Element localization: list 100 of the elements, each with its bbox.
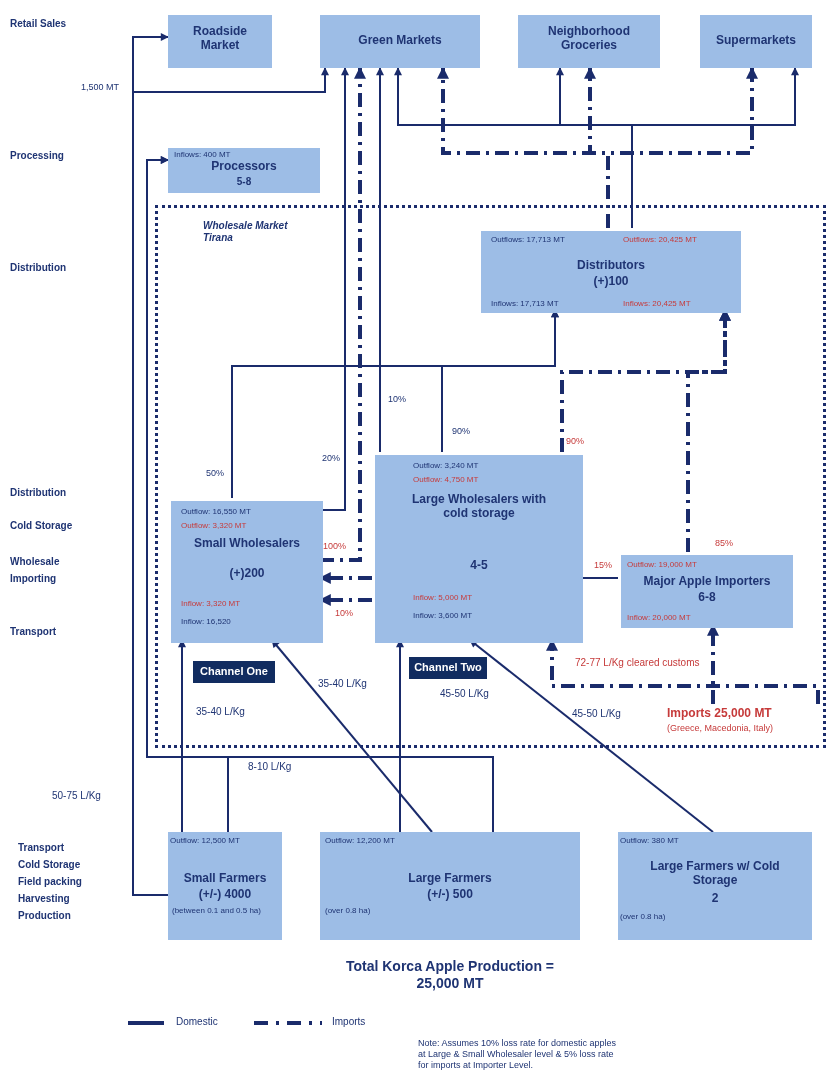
stage-label: Cold Storage xyxy=(10,520,74,532)
stage-name: Small Farmers xyxy=(182,872,268,886)
flow-figure: Outflow: 16,550 MT xyxy=(181,507,252,517)
flow-arrow xyxy=(146,156,494,833)
count-label: (+/-) 500 xyxy=(426,888,474,902)
count-label: (+)100 xyxy=(592,275,630,289)
percent-label: 10% xyxy=(335,608,354,619)
stage-box xyxy=(621,555,793,628)
flow-figure: Inflow: 16,520 xyxy=(181,617,232,627)
market-name: Roadside Market xyxy=(192,25,248,53)
flow-figure: Outflow: 3,240 MT xyxy=(413,461,480,471)
percent-label: 15% xyxy=(594,560,613,571)
region-title: Wholesale Market Tirana xyxy=(203,220,289,243)
market-region xyxy=(155,205,826,748)
percent-label: 85% xyxy=(715,538,734,549)
price-label: 45-50 L/Kg xyxy=(572,708,622,720)
stage-box xyxy=(168,148,320,193)
flow-figure: Inflows: 20,425 MT xyxy=(623,299,692,309)
stage-name: Large Farmers xyxy=(407,872,493,886)
market-name: Supermarkets xyxy=(714,34,797,48)
flow-figure: Outflow: 4,750 MT xyxy=(413,475,480,485)
farm-size-note: (over 0.8 ha) xyxy=(620,912,667,922)
caption: Total Korca Apple Production = 25,000 MT xyxy=(344,958,556,992)
flow-figure: Inflow: 3,320 MT xyxy=(181,599,242,609)
stage-box xyxy=(171,501,323,643)
flow-figure: Inflow: 20,000 MT xyxy=(627,613,692,623)
price-label: 45-50 L/Kg xyxy=(440,688,490,700)
stage-box xyxy=(168,15,272,68)
channel-label: Channel Two xyxy=(413,661,483,674)
flow-figure: Outflow: 19,000 MT xyxy=(627,560,698,570)
stage-label: Cold Storage xyxy=(18,859,82,871)
flow-figure: Outflow: 3,320 MT xyxy=(181,521,248,531)
volume-label: 1,500 MT xyxy=(80,82,120,93)
price-label: 8-10 L/Kg xyxy=(248,761,293,773)
footnote: Note: Assumes 10% loss rate for domestic apples at Large & Small Wholesaler level & 5% loss rate for imports at Importer Level. xyxy=(418,1038,618,1071)
stage-box xyxy=(168,832,282,940)
flow-figure: Outflows: 17,713 MT xyxy=(491,235,566,245)
legend-label: Domestic xyxy=(176,1016,218,1028)
stage-label: Production xyxy=(18,910,72,922)
percent-label: 10% xyxy=(388,394,407,405)
flow-figure: Outflow: 12,500 MT xyxy=(170,836,241,846)
percent-label: 90% xyxy=(566,436,585,447)
flow-figure: Inflow: 5,000 MT xyxy=(413,593,474,603)
percent-label: 20% xyxy=(322,453,341,464)
stage-box xyxy=(618,832,812,940)
percent-label: 90% xyxy=(452,426,471,437)
flow-figure: Inflows: 17,713 MT xyxy=(491,299,560,309)
stage-label: Field packing xyxy=(18,876,83,888)
market-name: Neighborhood Groceries xyxy=(547,25,631,53)
stage-label: Transport xyxy=(10,626,58,638)
stage-box xyxy=(518,15,660,68)
farm-size-note: (over 0.8 ha) xyxy=(325,906,372,916)
count-label: (+)200 xyxy=(228,567,266,581)
flow-arrow xyxy=(132,67,329,896)
stage-box xyxy=(375,455,583,643)
stage-name: Processors xyxy=(210,160,278,174)
flow-figure: Outflows: 20,425 MT xyxy=(623,235,698,245)
stage-label: Distribution xyxy=(10,487,68,499)
stage-label: Importing xyxy=(10,573,58,585)
price-label: 72-77 L/Kg cleared customs xyxy=(575,657,701,669)
flow-figure: Inflow: 3,600 MT xyxy=(413,611,474,621)
channel-banner xyxy=(193,661,275,683)
imports-total: Imports 25,000 MT xyxy=(667,707,773,721)
stage-box xyxy=(481,231,741,313)
stage-name: Small Wholesalers xyxy=(192,537,301,551)
flow-figure: Outflow: 380 MT xyxy=(620,836,680,846)
count-label: 2 xyxy=(710,892,720,906)
stage-name: Distributors xyxy=(576,259,646,273)
stage-label: Harvesting xyxy=(18,893,71,905)
count-label: 5-8 xyxy=(235,176,253,188)
farm-size-note: (between 0.1 and 0.5 ha) xyxy=(172,906,262,916)
stage-name: Major Apple Importers xyxy=(642,575,772,589)
count-label: 4-5 xyxy=(469,559,489,573)
stage-label: Wholesale xyxy=(10,556,61,568)
flow-figure: Outflow: 12,200 MT xyxy=(325,836,396,846)
stage-name: Large Wholesalers with cold storage xyxy=(410,493,547,521)
import-flow-arrow xyxy=(606,66,758,228)
stage-box xyxy=(320,832,580,940)
stage-label: Transport xyxy=(18,842,66,854)
stage-box xyxy=(700,15,812,68)
stage-label: Processing xyxy=(10,150,65,162)
legend-label: Imports xyxy=(332,1016,366,1028)
percent-label: 50% xyxy=(206,468,225,479)
flow-arrow xyxy=(376,67,384,453)
stage-name: Large Farmers w/ Cold Storage xyxy=(650,860,780,888)
flow-figure: Inflows: 400 MT xyxy=(174,150,232,160)
market-name: Green Markets xyxy=(357,34,443,48)
flow-arrow xyxy=(631,67,799,229)
stage-box xyxy=(320,15,480,68)
percent-label: 100% xyxy=(323,541,348,552)
count-label: (+/-) 4000 xyxy=(197,888,253,902)
stage-label: Retail Sales xyxy=(10,18,68,30)
channel-label: Channel One xyxy=(199,665,269,678)
price-label: 50-75 L/Kg xyxy=(52,790,102,802)
stage-label: Distribution xyxy=(10,262,68,274)
count-label: 6-8 xyxy=(697,591,717,605)
price-label: 35-40 L/Kg xyxy=(318,678,368,690)
price-label: 35-40 L/Kg xyxy=(196,706,246,718)
imports-origin: (Greece, Macedonia, Italy) xyxy=(667,723,775,734)
channel-banner xyxy=(409,657,487,679)
